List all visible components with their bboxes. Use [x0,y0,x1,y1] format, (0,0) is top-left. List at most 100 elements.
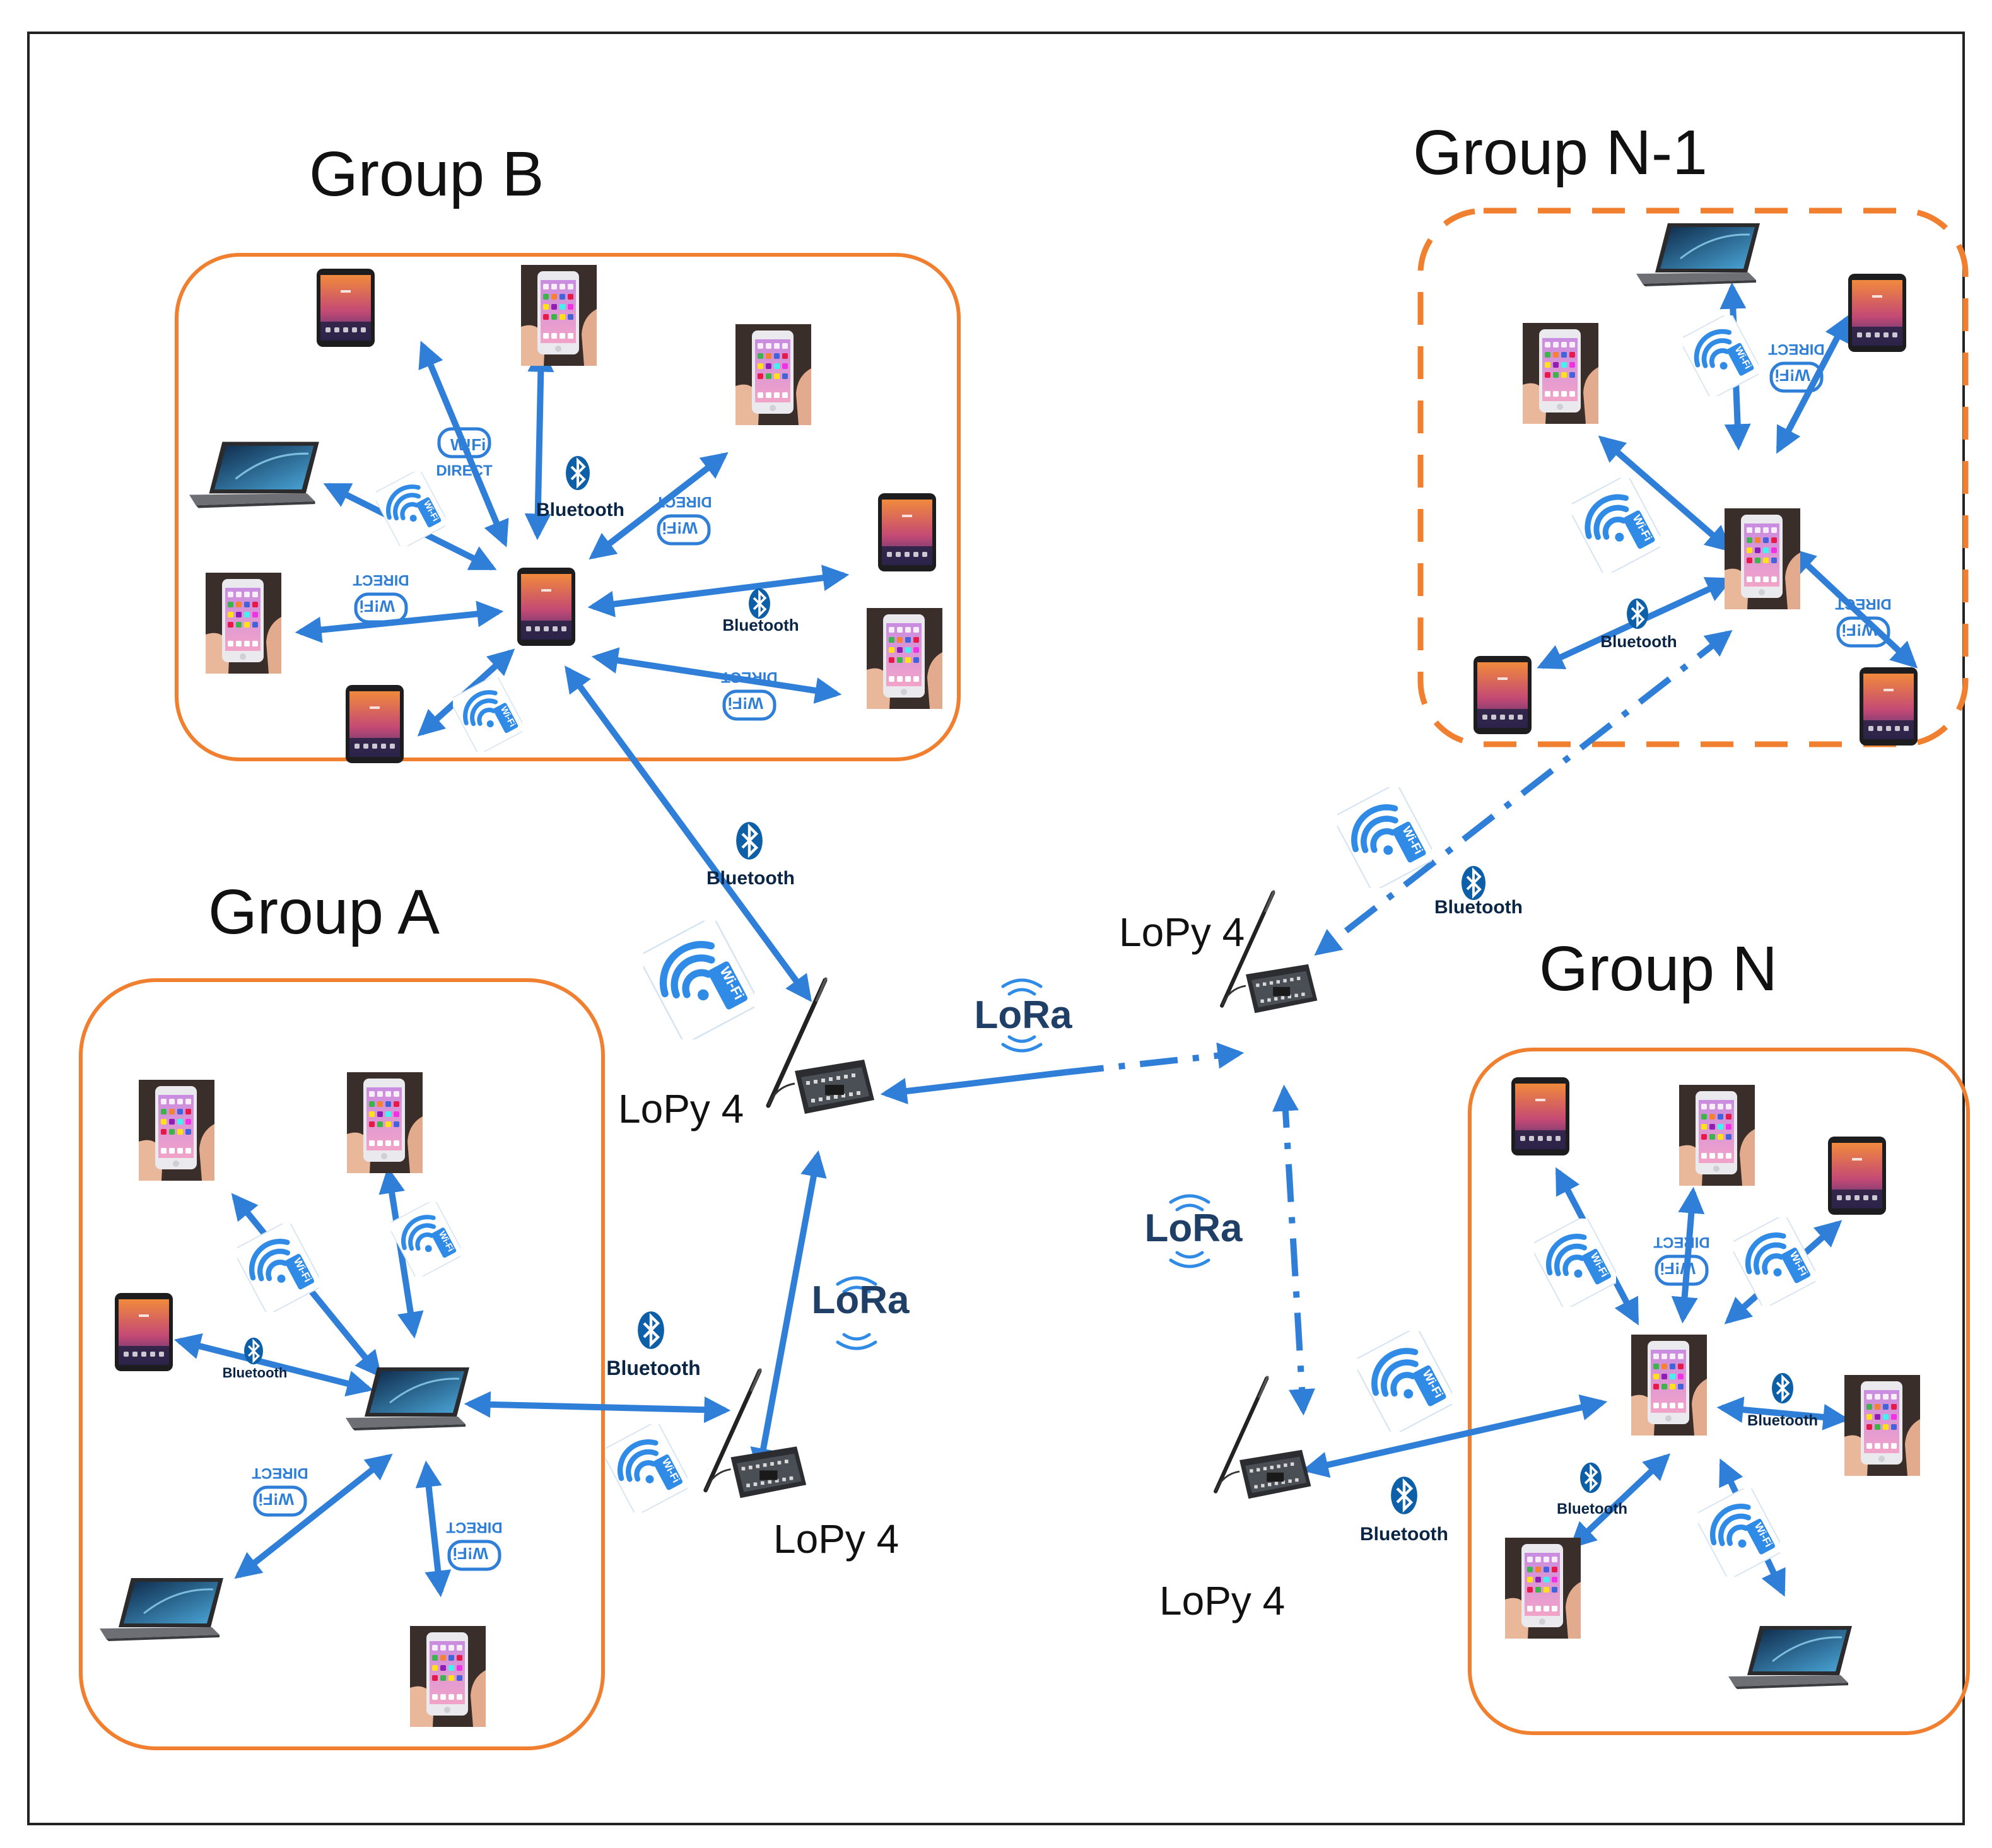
wifi-direct-mark: W!Fi [360,597,395,616]
wifi-direct-icon: W!Fi DIRECT [252,1465,308,1517]
group-n-1-boundary [1417,208,1969,747]
link-lopy-left-lopy-center-solid [880,1069,1067,1104]
bluetooth-icon: Bluetooth [706,822,795,889]
tablet-icon [1473,656,1532,734]
phone-icon [521,265,597,366]
wifi-direct-icon: W!Fi DIRECT [436,427,493,479]
tablet-icon [878,493,936,571]
phone-icon [1631,1335,1707,1436]
link-a-hub-phone-top [378,1166,424,1339]
tablet-icon [1511,1077,1569,1155]
wifi-direct-icon: W!Fi DIRECT [1835,595,1892,648]
link-lopy-bottom-lopy-left [750,1150,827,1475]
wifi-icon [1679,312,1762,399]
link-n-hub-phone-right [1716,1396,1850,1430]
lora-label: LoRa [1145,1207,1243,1250]
wifi-icon [1530,1215,1620,1310]
lopy-label: LoPy 4 [773,1516,899,1562]
wifi-direct-mark: W!Fi [450,435,486,454]
tablet-icon [517,568,575,646]
bluetooth-icon: Bluetooth [1434,865,1523,918]
link-n-hub-lopy-bottom-right [1301,1394,1608,1478]
bluetooth-label: Bluetooth [536,500,624,520]
bluetooth-label: Bluetooth [1434,897,1523,918]
bluetooth-label: Bluetooth [1557,1500,1627,1518]
group-b-title: Group B [309,139,544,209]
link-n1-hub-tablet-right [1788,547,1918,669]
wifi-icon [387,1199,464,1279]
link-a-hub-phone-bottom [415,1460,452,1598]
phone-icon [867,608,942,709]
phone-icon [1725,508,1800,609]
tablet-icon [317,269,375,347]
lopy-label: LoPy 4 [1159,1578,1285,1623]
bluetooth-label: Bluetooth [223,1365,288,1381]
bluetooth-icon: Bluetooth [1600,598,1677,651]
link-b-hub-phone-upper-right [589,452,729,560]
wifi-direct-mark: W!Fi [453,1544,488,1563]
wifi-icon [449,674,525,754]
bluetooth-icon: Bluetooth [606,1311,701,1379]
wifi-direct-mark: W!Fi [662,518,698,537]
laptop-icon [189,440,320,510]
bluetooth-icon: Bluetooth [722,588,799,635]
phone-icon [1523,323,1598,424]
lopy-board-icon [1216,1376,1311,1499]
lopy-board-icon [768,978,874,1114]
wifi-icon [638,916,760,1044]
lora-icon: LoRa [975,980,1073,1051]
wifi-direct-icon: W!Fi DIRECT [1653,1234,1710,1286]
wifi-direct-label: DIRECT [1768,341,1825,358]
laptop-icon [346,1366,471,1432]
link-n1-tablet-top [1776,314,1850,454]
wifi-direct-icon: W!Fi DIRECT [1768,341,1825,393]
wifi-direct-label: DIRECT [1835,595,1892,612]
wifi-direct-label: DIRECT [1653,1234,1710,1251]
link-a-hub-tablet [173,1333,374,1397]
phone-icon [1505,1538,1581,1639]
wifi-direct-label: DIRECT [655,493,712,510]
bluetooth-label: Bluetooth [1600,632,1677,651]
lopy-board-icon [706,1369,807,1498]
wifi-direct-label: DIRECT [721,669,778,686]
phone-icon [1844,1375,1920,1476]
wifi-direct-mark: W!Fi [1660,1259,1696,1278]
link-n1-hub-lopy-center [1314,629,1733,956]
wifi-direct-icon: W!Fi DIRECT [353,571,409,624]
link-b-hub-phone-top [524,345,554,541]
bluetooth-icon: Bluetooth [1360,1477,1448,1545]
wifi-direct-icon: W!Fi DIRECT [721,669,778,721]
wifi-icon [1567,474,1665,576]
bluetooth-label: Bluetooth [722,616,799,635]
wifi-icon [601,1421,691,1516]
lopy-label: LoPy 4 [1119,909,1245,955]
group-a-title: Group A [208,877,440,947]
link-b-hub-lopy-left [565,665,812,1002]
bluetooth-icon: Bluetooth [223,1337,288,1381]
lora-label: LoRa [975,993,1073,1037]
lopy-label: LoPy 4 [618,1086,744,1132]
bluetooth-label: Bluetooth [1747,1412,1818,1429]
wifi-direct-icon: W!Fi DIRECT [655,493,712,546]
bluetooth-label: Bluetooth [706,868,795,889]
lora-label: LoRa [812,1278,910,1322]
laptop-icon [1728,1625,1853,1690]
tablet-icon [1828,1137,1886,1215]
outer-frame [27,32,1965,1825]
link-b-hub-phone-lower-right [591,647,842,704]
link-n1-hub-phone [1598,435,1733,553]
lora-icon: LoRa [1145,1196,1243,1266]
phone-icon [735,324,811,425]
group-n-title: Group N [1539,933,1778,1004]
link-lopy-left-lopy-center-dashed [1065,1042,1245,1075]
bluetooth-label: Bluetooth [606,1357,700,1379]
link-a-hub-laptop [234,1453,393,1579]
wifi-icon [1729,1214,1819,1309]
wifi-direct-mark: W!Fi [728,694,763,713]
wifi-direct-mark: W!Fi [259,1490,294,1509]
lora-icon: LoRa [812,1278,910,1348]
bluetooth-label: Bluetooth [1360,1524,1448,1545]
bluetooth-icon: Bluetooth [1557,1462,1627,1518]
